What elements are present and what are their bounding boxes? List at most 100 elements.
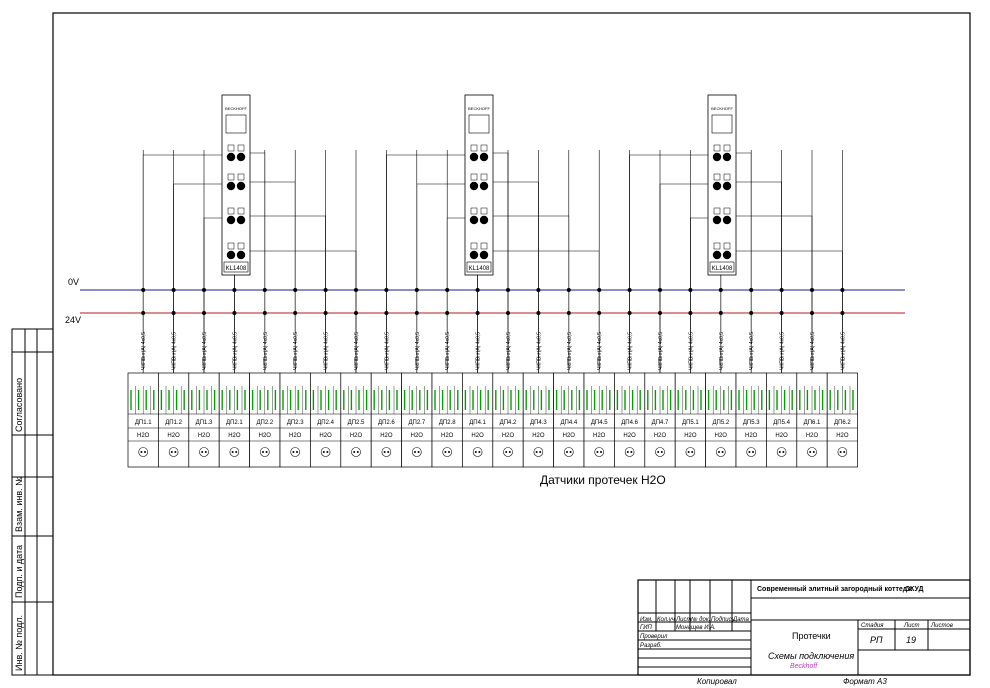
- signal-wire: [488, 215, 570, 373]
- col-doc: № док.: [691, 616, 710, 623]
- sensor-type: Н2О: [775, 433, 788, 439]
- diagram-caption: Датчики протечек Н2О: [540, 473, 666, 487]
- cable-label: ЧКПВнг(А) 4х0,5: [476, 332, 482, 370]
- signal-wire: [731, 215, 813, 373]
- junction-24v: [171, 311, 176, 315]
- sensor-id: ДП1.1: [135, 420, 152, 426]
- junction-0v: [445, 288, 450, 292]
- cable-label: ЧКПВнг(А) 4х0,5: [597, 332, 603, 370]
- sensor-id: ДП4.3: [530, 420, 547, 426]
- cable-label: ЧКПВнг(А) 4х0,5: [202, 332, 208, 370]
- junction-0v: [384, 288, 389, 292]
- sensor-id: ДП2.2: [256, 420, 273, 426]
- terminal-contact: [469, 215, 479, 225]
- junction-0v: [810, 288, 814, 292]
- sensor-id: ДП1.3: [196, 420, 213, 426]
- junction-0v: [202, 288, 206, 292]
- sensor-symbol: [381, 447, 392, 457]
- junction-24v: [658, 311, 662, 315]
- junction-24v: [232, 311, 237, 315]
- module-label: KL1408: [226, 266, 247, 272]
- junction-0v: [293, 288, 298, 292]
- row-checked: Проверил: [640, 634, 668, 640]
- sensor-symbol: [594, 447, 605, 457]
- sensor-type: Н2О: [380, 433, 393, 439]
- drawing-title: Схемы подключения: [768, 651, 854, 661]
- sensor-symbol: [533, 447, 544, 457]
- signal-wire: [629, 154, 713, 373]
- col-date: Дата: [732, 617, 749, 623]
- terminal-contact: [226, 181, 236, 191]
- sensor-id: ДП2.1: [226, 420, 243, 426]
- terminal-contact: [712, 152, 722, 162]
- cable-label: ЧКПВнг(А) 4х0,5: [354, 332, 360, 370]
- junction-0v: [627, 288, 632, 292]
- terminal-contact: [226, 250, 236, 260]
- terminal-contact: [236, 181, 246, 191]
- sensor-id: ДП2.7: [408, 420, 425, 426]
- sensor-symbol: [351, 447, 361, 457]
- cable-label: ЧКПВнг(А) 4х0,5: [628, 332, 634, 370]
- junction-24v: [779, 311, 784, 315]
- cable-label: ЧКПВнг(А) 4х0,5: [141, 332, 147, 370]
- signal-wire: [173, 183, 227, 373]
- junction-0v: [262, 288, 267, 292]
- junction-0v: [566, 288, 571, 292]
- junction-24v: [323, 311, 328, 315]
- terminal-contact: [722, 215, 732, 225]
- terminal-contact: [712, 250, 722, 260]
- sensor-id: ДП1.2: [165, 420, 182, 426]
- sensor-type: Н2О: [350, 433, 363, 439]
- sensor-id: ДП6.2: [834, 420, 851, 426]
- cable-label: ЧКПВнг(А) 4х0,5: [810, 332, 816, 370]
- signal-wire: [245, 181, 296, 373]
- sensor-type: Н2О: [836, 433, 849, 439]
- sensor-id: ДП2.8: [439, 420, 456, 426]
- cable-label: ЧКПВнг(А) 4х0,5: [567, 332, 573, 370]
- sheet-label: Лист: [903, 623, 919, 629]
- sensor-id: ДП2.5: [348, 420, 365, 426]
- sensor-symbol: [776, 447, 787, 457]
- junction-24v: [354, 311, 358, 315]
- signal-wire: [245, 250, 357, 373]
- col-kol: Кол.уч: [657, 617, 675, 623]
- junction-24v: [749, 311, 754, 315]
- cable-label: ЧКПВнг(А) 4х0,5: [658, 332, 664, 370]
- junction-24v: [536, 311, 541, 315]
- junction-24v: [384, 311, 389, 315]
- sensor-type: Н2О: [654, 433, 667, 439]
- sensor-type: Н2О: [684, 433, 697, 439]
- sensor-type: Н2О: [745, 433, 758, 439]
- sensor-symbol: [229, 447, 240, 457]
- terminal-contact: [479, 152, 489, 162]
- sensor-type: Н2О: [289, 433, 302, 439]
- junction-0v: [597, 288, 602, 292]
- col-list: Лист: [675, 617, 691, 623]
- terminal-contact: [722, 152, 732, 162]
- junction-24v: [475, 311, 480, 315]
- junction-24v: [506, 311, 510, 315]
- junction-0v: [414, 288, 419, 292]
- sensor-type: Н2О: [563, 433, 576, 439]
- terminal-contact: [236, 215, 246, 225]
- cable-label: ЧКПВнг(А) 4х0,5: [840, 332, 846, 370]
- terminal-contact: [236, 152, 246, 162]
- junction-24v: [262, 311, 267, 315]
- terminal-contact: [226, 152, 236, 162]
- signal-wire: [245, 215, 326, 373]
- sensor-id: ДП4.1: [469, 420, 486, 426]
